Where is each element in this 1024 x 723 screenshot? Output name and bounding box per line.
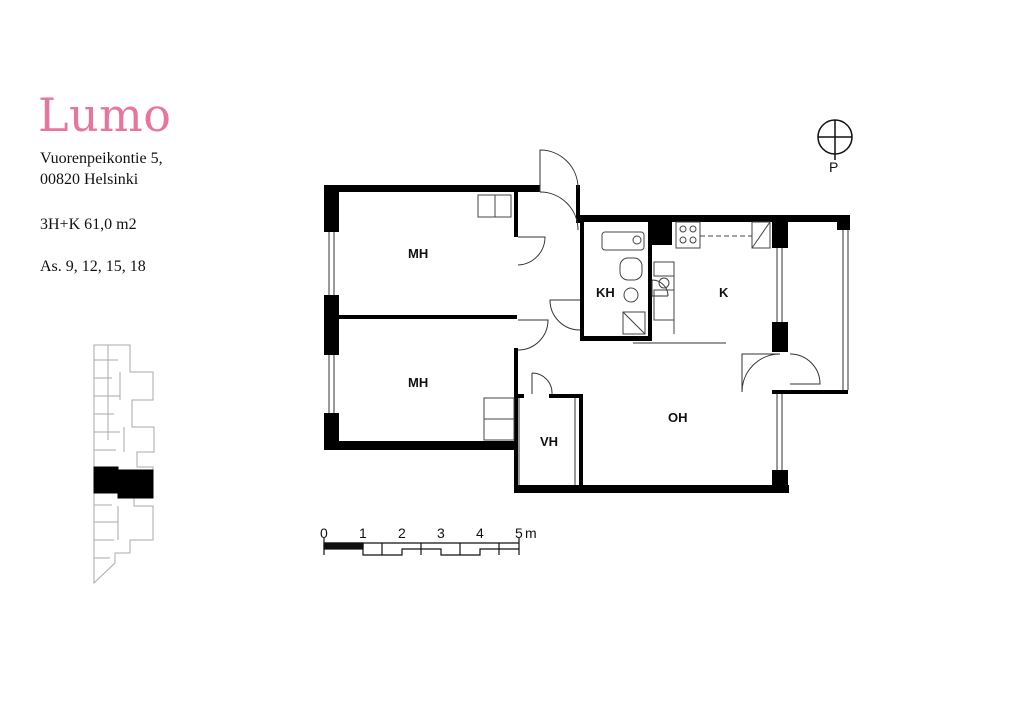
walls [324,185,850,493]
room-label-vh: VH [540,434,558,449]
fixtures [477,194,771,441]
brand-logo: Lumo [38,88,172,142]
scale-tick-label: 0 [320,525,328,541]
scale-tick-label: 5 [515,525,523,541]
scale-tick-label: 4 [476,525,484,541]
room-label-oh: OH [668,410,688,425]
address-postal: 00820 Helsinki [40,171,139,188]
north-compass-icon: P [817,119,853,175]
apartment-type-size: 3H+K 61,0 m2 [40,216,137,233]
apartment-units: As. 9, 12, 15, 18 [40,258,146,275]
room-label-kh: KH [596,285,615,300]
room-label-mh-upper: MH [408,246,428,261]
room-labels: MH MH KH K OH VH [408,246,729,449]
address-street: Vuorenpeikontie 5, [40,150,163,167]
doors [517,149,821,395]
scale-tick-label: 1 [359,525,367,541]
scale-unit-label: m [525,525,537,541]
room-label-mh-lower: MH [408,375,428,390]
building-key-plan [93,344,155,585]
windows-and-thin-lines [328,230,849,485]
room-label-k: K [719,285,729,300]
scale-tick-label: 2 [398,525,406,541]
scale-tick-label: 3 [437,525,445,541]
compass-label: P [829,159,838,175]
address-block: Vuorenpeikontie 5, 00820 Helsinki [40,148,163,190]
